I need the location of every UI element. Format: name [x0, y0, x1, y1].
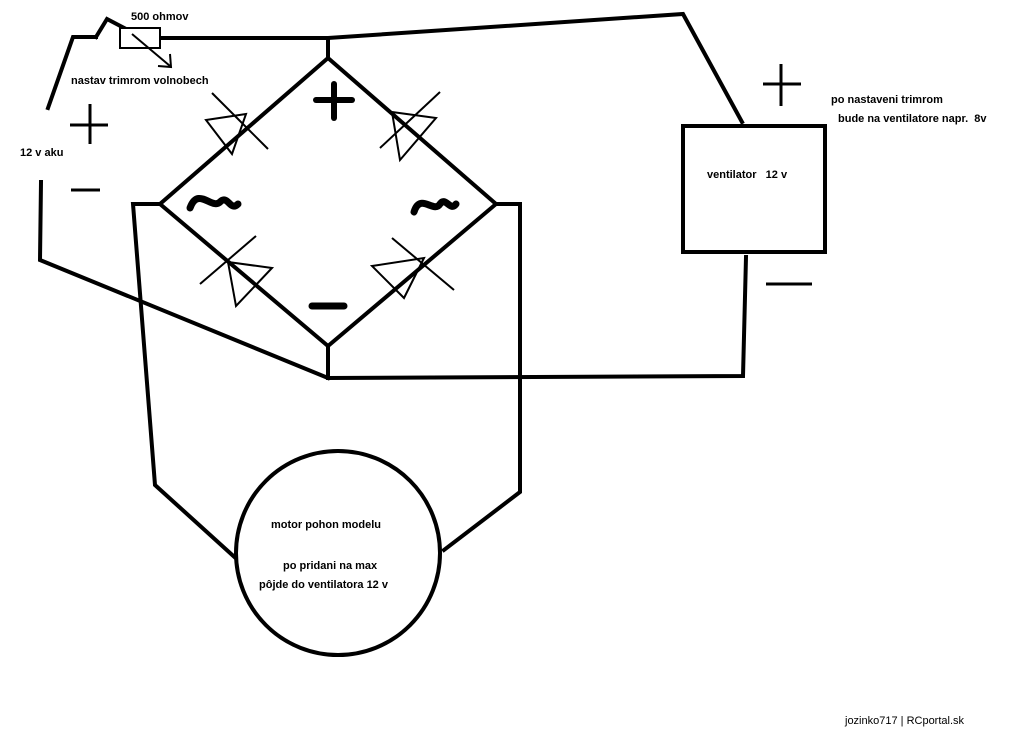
motor-label-line2: po pridani na max	[283, 560, 378, 572]
diode-bottom-right	[369, 237, 455, 300]
wires	[37, 11, 749, 565]
fan-note-line1: po nastaveni trimrom	[831, 94, 943, 106]
motor-label-line3: pôjde do ventilatora 12 v	[259, 579, 389, 591]
ac-left-tilde-icon	[186, 195, 242, 212]
wire-battery-negative	[37, 179, 331, 381]
resistor-trimmer	[119, 27, 173, 69]
wire-battery-positive-to-resistor	[45, 35, 98, 111]
fan-box	[681, 124, 827, 254]
battery-plus-icon	[70, 104, 108, 144]
ac-right-tilde-icon	[410, 198, 460, 216]
diode-top-right	[379, 91, 441, 163]
wire-trimmer-wiper	[93, 16, 131, 40]
wire-ac-left-to-motor	[130, 202, 243, 565]
wire-ground-to-fan	[325, 254, 749, 381]
wire-resistor-to-bridge-top	[158, 36, 330, 60]
diode-top-left	[204, 92, 269, 157]
diode-bottom-left	[199, 235, 275, 309]
wire-ac-right-to-motor	[441, 202, 522, 553]
watermark: jozinko717 | RCportal.sk	[844, 715, 965, 727]
trimmer-arrow-shaft	[131, 33, 171, 67]
bridge-outline	[156, 55, 500, 349]
fan-plus-icon	[763, 64, 801, 106]
wire-bridge-top-to-fan	[325, 11, 745, 125]
resistor-label: 500 ohmov	[131, 11, 189, 23]
trimmer-arrow-head-icon	[157, 53, 173, 69]
motor-circle	[234, 449, 442, 657]
fan-note-line2: bude na ventilatore napr. 8v	[838, 113, 987, 125]
fan-label: ventilator 12 v	[707, 169, 788, 181]
battery-label: 12 v aku	[20, 147, 63, 159]
resistor-body	[119, 27, 161, 49]
motor-label-line1: motor pohon modelu	[271, 519, 381, 531]
bridge-rectifier	[156, 55, 500, 349]
trimmer-note: nastav trimrom volnobech	[71, 75, 209, 87]
bridge-plus-icon	[313, 81, 355, 121]
